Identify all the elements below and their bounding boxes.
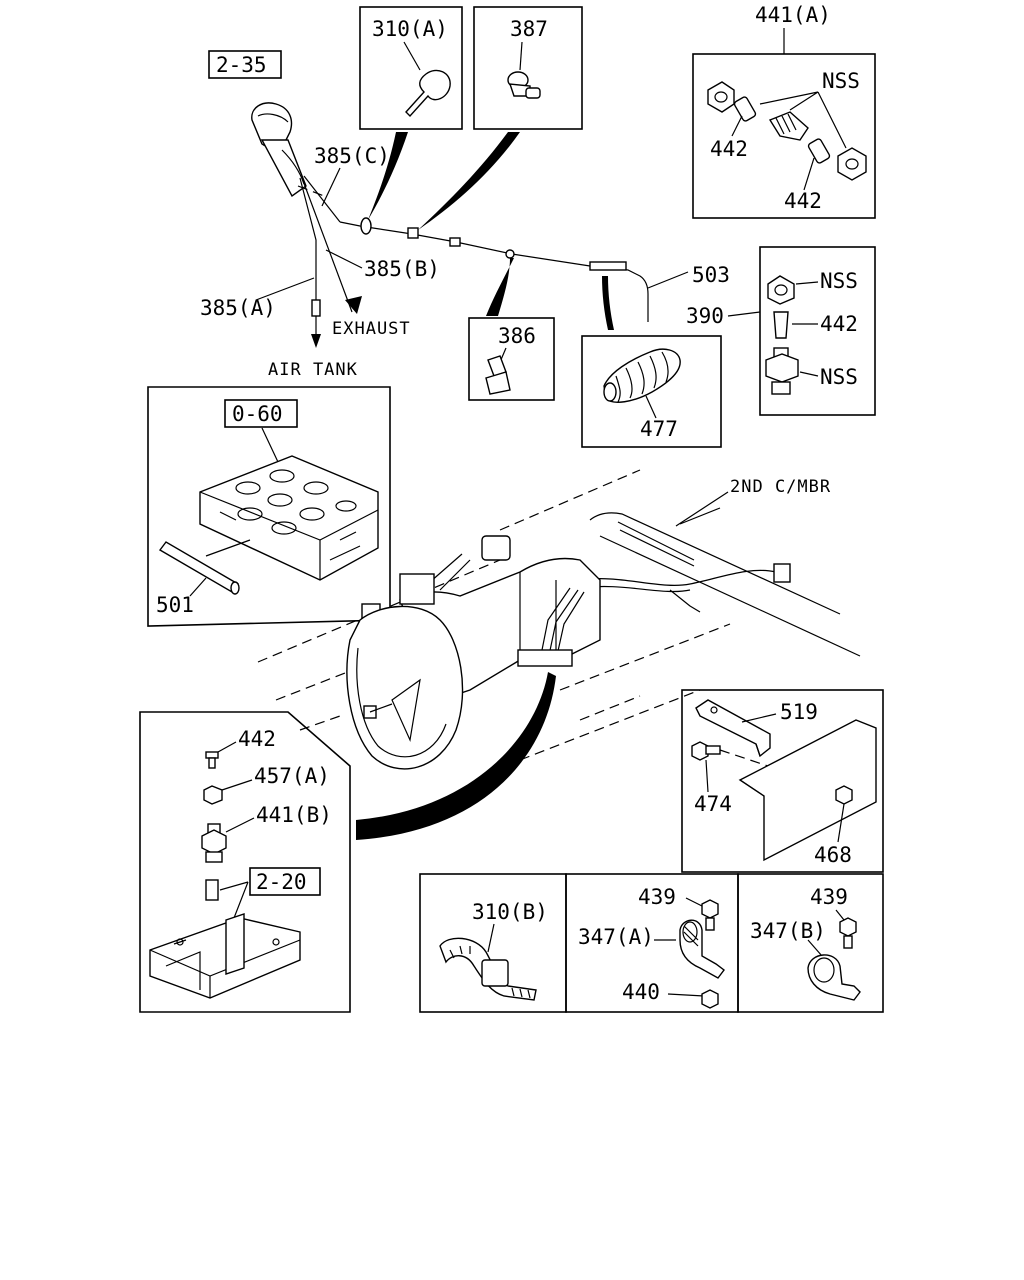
label-501: 501 <box>156 593 194 617</box>
label-442-1: 442 <box>710 137 748 161</box>
label-441b: 441(B) <box>256 803 332 827</box>
shifter-tower-icon <box>199 455 379 581</box>
air-tank-arrow <box>311 334 321 348</box>
label-310b: 310(B) <box>472 900 548 924</box>
label-439-1: 439 <box>638 885 676 909</box>
detail-347b: 439 347(B) <box>737 873 884 1013</box>
sleeve-442-icon <box>205 751 219 769</box>
detail-386: 386 <box>468 317 555 401</box>
ref-0-60: 0-60 <box>232 402 283 426</box>
plug-387-icon <box>507 71 541 99</box>
sleeve-icon-2 <box>807 138 831 164</box>
label-nss-2: NSS <box>820 269 858 293</box>
bolt-474-icon <box>691 741 721 761</box>
label-310a: 310(A) <box>372 17 448 41</box>
detail-390: NSS 442 NSS <box>759 246 876 416</box>
detail-0-60: 0-60 501 <box>147 386 391 627</box>
nut-457a-icon <box>203 785 223 805</box>
nut-icon-2 <box>837 147 867 181</box>
bell-housing <box>346 605 464 770</box>
label-457a: 457(A) <box>254 764 330 788</box>
label-474: 474 <box>694 792 732 816</box>
ref-box-2-20 <box>249 867 321 896</box>
clip-386-icon <box>485 355 511 395</box>
label-390: 390 <box>686 304 724 328</box>
nut-icon <box>707 81 735 113</box>
connector-icon <box>765 347 799 395</box>
nut-440-icon <box>701 989 719 1009</box>
label-442-2: 442 <box>784 189 822 213</box>
connector-441b-icon <box>201 823 227 863</box>
bracket-2-20-icon <box>149 879 301 999</box>
label-468: 468 <box>814 843 852 867</box>
label-387: 387 <box>510 17 548 41</box>
label-503: 503 <box>692 263 730 287</box>
label-385a: 385(A) <box>200 296 276 320</box>
detail-310a: 310(A) <box>359 6 463 130</box>
clip-347a-icon <box>679 919 725 979</box>
label-347b: 347(B) <box>750 919 826 943</box>
bolt-439-icon-2 <box>839 917 857 949</box>
label-519: 519 <box>780 700 818 724</box>
detail-347a: 439 347(A) 440 <box>565 873 739 1013</box>
label-385b: 385(B) <box>364 257 440 281</box>
label-2nd-cmbr: 2ND C/MBR <box>730 477 831 497</box>
shift-lever-assembly: 2-35 <box>208 50 353 313</box>
detail-441b: 442 457(A) 441(B) 2-20 <box>139 711 351 1013</box>
transmission-frame-illustration: 2ND C/MBR <box>257 469 861 770</box>
ref-box-2-35 <box>208 50 282 79</box>
nut-icon-3 <box>767 275 795 305</box>
nut-468-icon <box>835 785 853 805</box>
label-440: 440 <box>622 980 660 1004</box>
grommet-310a <box>360 217 372 235</box>
union-icon <box>768 111 809 141</box>
sleeve-icon-3 <box>773 311 789 339</box>
detail-387: 387 <box>473 6 583 130</box>
detail-477: 477 <box>581 335 722 448</box>
hose-clamp-icon <box>439 937 537 1001</box>
label-exhaust: EXHAUST <box>332 319 411 339</box>
ref-box-0-60 <box>224 399 298 428</box>
label-nss-3: NSS <box>820 365 858 389</box>
label-477: 477 <box>640 417 678 441</box>
air-tank-fitting <box>311 299 321 348</box>
boot-477-icon <box>603 348 681 403</box>
bracket-519-icon <box>695 699 771 758</box>
ref-2-20: 2-20 <box>256 870 307 894</box>
label-347a: 347(A) <box>578 925 654 949</box>
label-386: 386 <box>498 324 536 348</box>
clip-347b-icon <box>807 954 861 1001</box>
detail-519: 519 474 468 <box>681 689 884 873</box>
bolt-439-icon <box>701 899 719 931</box>
label-air-tank: AIR TANK <box>268 360 358 380</box>
shift-boot <box>260 139 307 198</box>
sleeve-icon <box>733 96 757 122</box>
label-442-4: 442 <box>238 727 276 751</box>
label-442-3: 442 <box>820 312 858 336</box>
detail-310b: 310(B) <box>419 873 567 1013</box>
ref-2-35: 2-35 <box>216 53 267 77</box>
frame-rail-icon <box>738 719 877 862</box>
label-nss-1: NSS <box>822 69 860 93</box>
label-385c: 385(C) <box>314 144 390 168</box>
cable-tie-icon <box>405 69 451 118</box>
pipe-501-icon <box>158 541 240 595</box>
label-441a: 441(A) <box>755 3 831 27</box>
label-439-2: 439 <box>810 885 848 909</box>
exhaust-arrow <box>345 296 362 314</box>
detail-441a: NSS 442 442 <box>692 53 876 219</box>
